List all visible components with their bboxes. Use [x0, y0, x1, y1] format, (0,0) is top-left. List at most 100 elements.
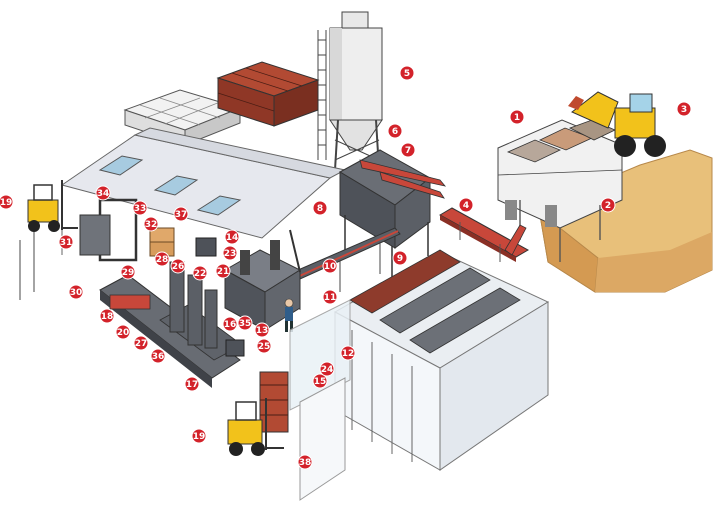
- callout-circle: [322, 258, 338, 274]
- callout-badge: 2: [600, 197, 616, 213]
- callout-circle: [143, 216, 159, 232]
- callout-number: 19: [0, 198, 12, 208]
- callout-circle: [192, 265, 208, 281]
- silo-cone: [329, 119, 383, 151]
- callout-badge: 22: [192, 265, 208, 281]
- callout-circle: [399, 65, 415, 81]
- callout-number: 8: [317, 204, 323, 214]
- callout-circle: [170, 258, 186, 274]
- callout-circle: [115, 324, 131, 340]
- callout-circle: [150, 348, 166, 364]
- callout-badge: 9: [392, 250, 408, 266]
- callout-number: 28: [156, 255, 169, 265]
- skylight-3: [196, 195, 242, 216]
- callout-circle: [312, 373, 328, 389]
- callout-circle: [173, 206, 189, 222]
- callout-badge: 7: [400, 142, 416, 158]
- callout-badge: 6: [387, 123, 403, 139]
- callout-circle: [400, 142, 416, 158]
- callout-badge: 29: [120, 264, 136, 280]
- callout-number: 3: [681, 105, 687, 115]
- callout-circle: [322, 289, 338, 305]
- callout-circle: [191, 428, 207, 444]
- callout-circle: [133, 335, 149, 351]
- callout-circle: [237, 315, 253, 331]
- callout-circle: [387, 123, 403, 139]
- callout-number: 11: [324, 293, 337, 303]
- callout-number: 7: [405, 146, 411, 156]
- callout-circle: [95, 185, 111, 201]
- feed-conveyor-6: [359, 159, 447, 187]
- factory-roof: [19, 127, 347, 300]
- callout-number: 37: [175, 210, 188, 220]
- mixer-unit: [338, 149, 447, 282]
- callout-circle: [676, 101, 692, 117]
- callout-badge: 24: [319, 361, 335, 377]
- callout-circle: [297, 454, 313, 470]
- callout-circle: [99, 308, 115, 324]
- callout-circle: [319, 361, 335, 377]
- callout-badge: 17: [184, 376, 200, 392]
- callout-circle: [222, 245, 238, 261]
- callout-number: 33: [134, 204, 147, 214]
- skylight-1: [98, 155, 144, 176]
- callout-circle: [120, 264, 136, 280]
- callout-number: 5: [404, 69, 410, 79]
- sand-pile: [539, 149, 713, 293]
- callout-number: 30: [70, 288, 83, 298]
- glass-partition: [289, 299, 351, 411]
- callout-circle: [256, 338, 272, 354]
- callout-number: 38: [299, 458, 312, 468]
- callout-badge: 21: [215, 263, 231, 279]
- sand-pile-side: [595, 232, 712, 292]
- callout-number: 36: [152, 352, 165, 362]
- callout-badge: 20: [115, 324, 131, 340]
- callout-number: 12: [342, 349, 355, 359]
- callout-number: 23: [224, 249, 237, 259]
- callout-circle: [600, 197, 616, 213]
- block-machine: [223, 229, 302, 331]
- callout-circle: [0, 194, 14, 210]
- callout-number: 18: [101, 312, 114, 322]
- callout-number: 2: [605, 201, 611, 211]
- callout-circle: [222, 316, 238, 332]
- callout-circle: [509, 109, 525, 125]
- callout-badge: 18: [99, 308, 115, 324]
- callout-number: 31: [60, 238, 73, 248]
- callout-circle: [254, 322, 270, 338]
- red-block-stacks: [216, 61, 320, 127]
- callout-badge: 28: [154, 251, 170, 267]
- callout-badge: 15: [312, 373, 328, 389]
- callout-badge: 35: [237, 315, 253, 331]
- callout-badge: 16: [222, 316, 238, 332]
- callout-number: 1: [514, 113, 520, 123]
- skylight-2: [153, 175, 199, 196]
- callout-badge: 3: [676, 101, 692, 117]
- callout-number: 4: [463, 201, 469, 211]
- callout-badge: 34: [95, 185, 111, 201]
- callout-badge: 4: [458, 197, 474, 213]
- callout-badge: 13: [254, 322, 270, 338]
- callout-circle: [215, 263, 231, 279]
- callout-badge: 27: [133, 335, 149, 351]
- callout-badge: 8: [312, 200, 328, 216]
- callout-circle: [224, 229, 240, 245]
- callout-number: 16: [224, 320, 237, 330]
- callout-badge: 19: [0, 194, 14, 210]
- aggregate-conveyor: [438, 207, 530, 262]
- callout-number: 34: [97, 189, 110, 199]
- silo-cap: [341, 11, 369, 29]
- callout-badge: 31: [58, 234, 74, 250]
- callout-number: 6: [392, 127, 398, 137]
- callout-badge: 23: [222, 245, 238, 261]
- callout-badge: 36: [150, 348, 166, 364]
- callout-badge: 1: [509, 109, 525, 125]
- callout-circle: [58, 234, 74, 250]
- callout-badge: 11: [322, 289, 338, 305]
- callout-number: 10: [324, 262, 337, 272]
- callout-number: 35: [239, 319, 252, 329]
- callout-circle: [154, 251, 170, 267]
- cement-silo: [317, 11, 383, 171]
- callout-circle: [312, 200, 328, 216]
